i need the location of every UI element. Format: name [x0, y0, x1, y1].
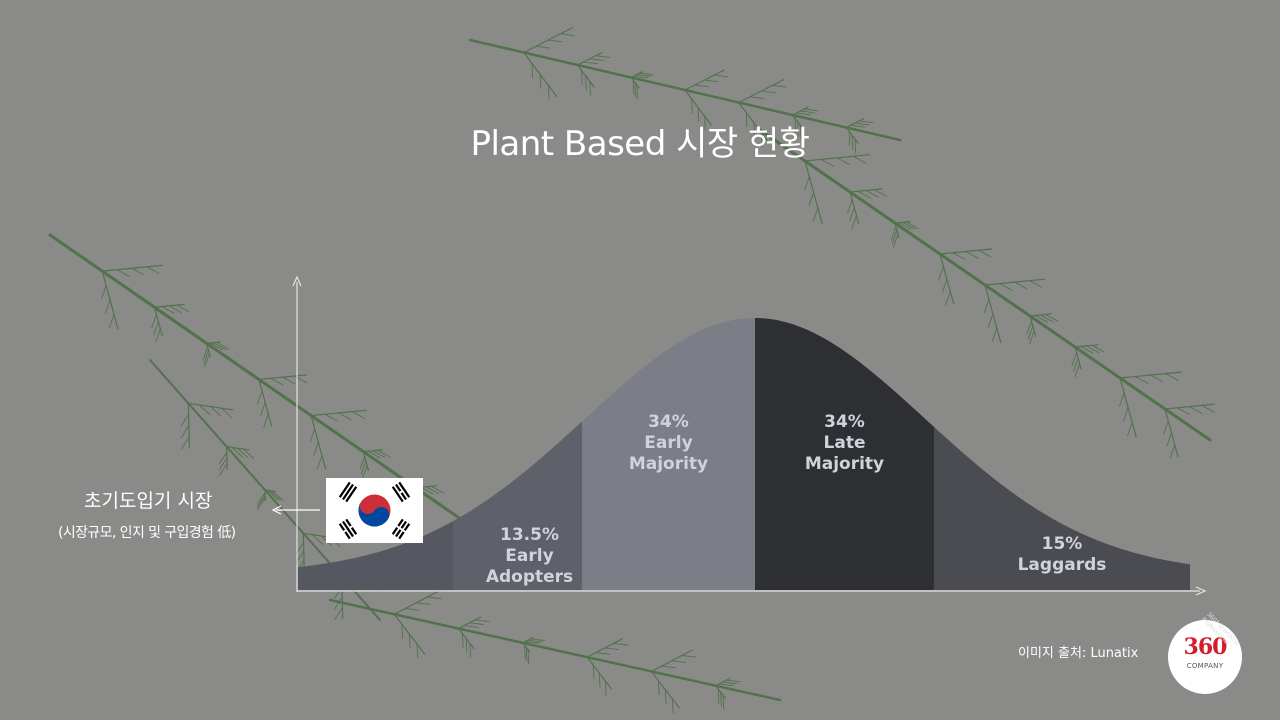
segment-label-3-line-3: Majority	[629, 454, 708, 474]
segment-4	[755, 318, 935, 590]
segment-label-3-line-2: Early	[644, 433, 692, 453]
left-arrow-head-icon	[271, 505, 282, 515]
segment-1	[298, 318, 454, 590]
segment-label-4-line-1: 34%	[824, 412, 865, 432]
market-stage-subtitle: (시장규모, 인지 및 구입경험 低)	[58, 525, 236, 541]
segment-label-2-line-1: 13.5%	[500, 525, 559, 545]
segment-label-5-line-2: Laggards	[1018, 555, 1107, 575]
segment-label-4-line-3: Majority	[805, 454, 884, 474]
segment-label-3-line-1: 34%	[648, 412, 689, 432]
korea-flag-icon	[326, 478, 423, 543]
image-source-credit: 이미지 출처: Lunatix	[1018, 646, 1139, 661]
segment-label-5-line-1: 15%	[1042, 534, 1083, 554]
market-stage-title: 초기도입기 시장	[84, 490, 213, 512]
logo-number: 360	[1183, 634, 1228, 660]
page-title: Plant Based 시장 현황	[470, 124, 810, 164]
segment-label-4-line-2: Late	[824, 433, 866, 453]
segment-label-2-line-2: Early	[505, 546, 553, 566]
segment-label-2-line-3: Adopters	[486, 567, 573, 587]
logo-word: COMPANY	[1186, 662, 1224, 670]
company-logo: 360 COMPANY	[1168, 620, 1242, 694]
y-axis-arrow-icon	[292, 275, 302, 287]
x-axis-arrow-icon	[1195, 586, 1207, 596]
segment-3	[582, 318, 756, 590]
